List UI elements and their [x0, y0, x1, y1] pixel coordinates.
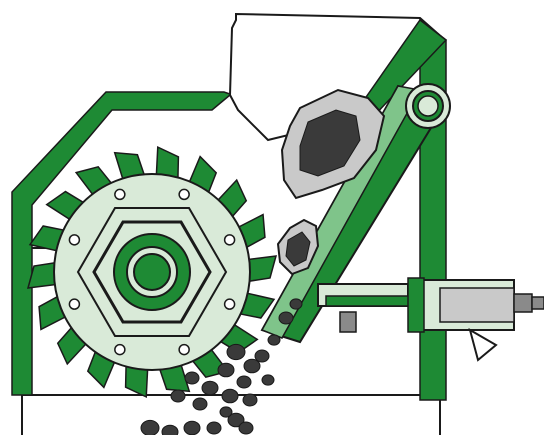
rotor-bolt	[225, 235, 235, 245]
fragment	[207, 422, 221, 434]
fragment	[162, 425, 178, 435]
housing-right-wall	[420, 20, 446, 400]
fragment	[141, 420, 159, 435]
fragment	[268, 335, 280, 345]
fragment	[279, 312, 293, 324]
hub-inner	[134, 254, 170, 290]
fragment	[222, 389, 238, 403]
fragment	[184, 421, 200, 435]
fragment	[255, 350, 269, 362]
pivot	[406, 84, 450, 128]
fragment	[243, 394, 257, 406]
fragment	[239, 422, 253, 434]
fragment	[237, 376, 251, 388]
fragment	[227, 344, 245, 359]
fragment	[218, 363, 234, 377]
rotor-bolt	[115, 345, 125, 355]
fragment	[202, 381, 218, 395]
fragment	[220, 407, 232, 417]
fragment	[290, 299, 302, 309]
fragment	[171, 390, 185, 402]
rotor-bolt	[179, 345, 189, 355]
rotor-bolt	[179, 189, 189, 199]
fragment	[185, 372, 199, 384]
fragment	[244, 359, 260, 373]
rotor-bolt	[115, 189, 125, 199]
fragment	[262, 375, 274, 385]
fragment	[193, 398, 207, 410]
rotor-bolt	[69, 299, 79, 309]
rotor-bolt	[225, 299, 235, 309]
rotor-bolt	[69, 235, 79, 245]
